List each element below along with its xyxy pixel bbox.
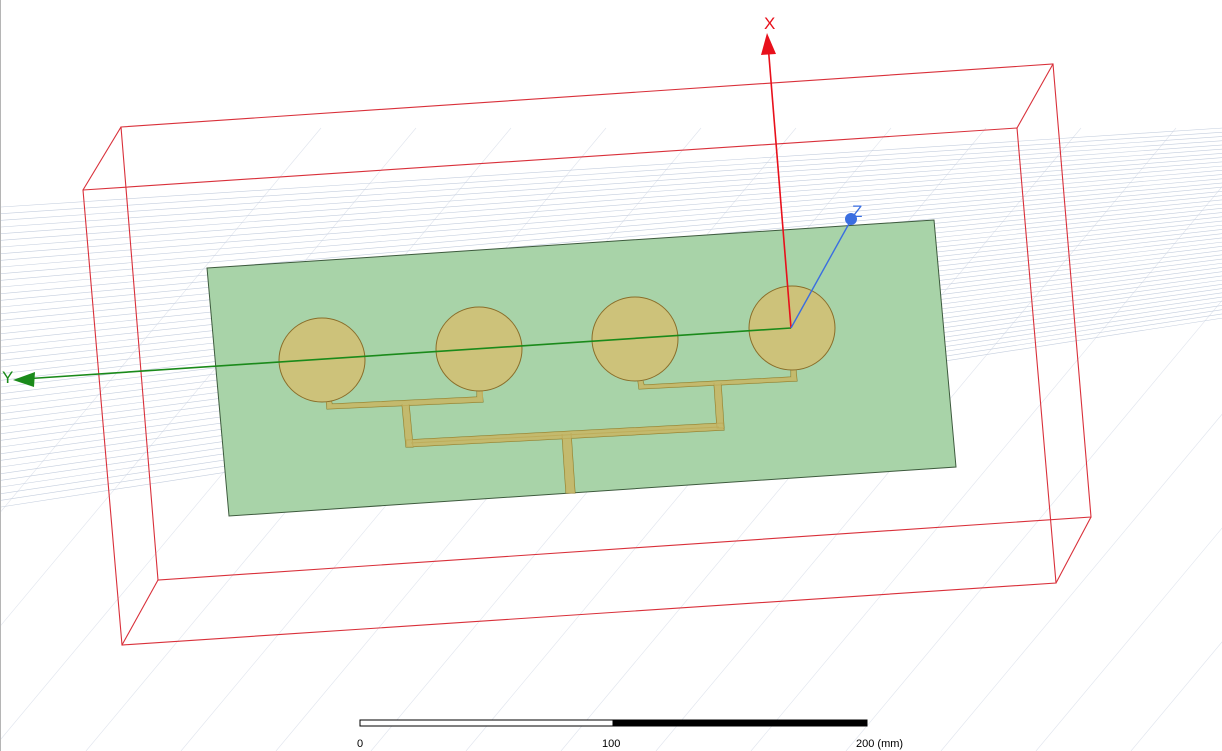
y-axis-label: Y xyxy=(2,368,13,387)
grid-line xyxy=(1,170,1222,274)
grid-line xyxy=(1130,641,1222,751)
scale-bar-black-segment xyxy=(612,719,868,727)
y-axis-line xyxy=(22,327,792,380)
patch-4[interactable] xyxy=(748,285,836,371)
z-axis-endpoint xyxy=(845,213,857,225)
grid-line xyxy=(1,127,417,626)
feed-network-fill xyxy=(326,370,797,493)
grid-line xyxy=(1,131,1222,214)
z-axis-line xyxy=(790,219,852,329)
grid-line xyxy=(1035,527,1222,751)
grid-line xyxy=(1,153,1222,248)
grid-line xyxy=(1,165,1222,268)
grid-line xyxy=(1,182,1222,294)
grid-line xyxy=(845,300,1222,751)
z-axis-label: Z xyxy=(852,202,862,221)
grid-line xyxy=(1,127,1222,208)
grid-line xyxy=(1,148,1222,241)
x-axis-line xyxy=(767,43,792,329)
grid-line xyxy=(750,186,1222,751)
x-axis-arrow xyxy=(761,33,776,55)
grid-line xyxy=(1,178,1222,288)
grid-line xyxy=(1,144,1222,234)
airbox-front-face xyxy=(82,63,1092,646)
scale-tick-0: 0 xyxy=(357,738,363,750)
grid-line xyxy=(1,127,322,512)
scale-tick-200: 200 (mm) xyxy=(856,738,903,750)
scale-bar-white-segment xyxy=(359,719,614,727)
patch-1[interactable] xyxy=(278,317,366,403)
grid-line xyxy=(1,161,1222,261)
scale-bar: 0 100 200 (mm) xyxy=(357,719,903,750)
y-axis-arrow xyxy=(13,372,35,387)
coordinate-triad: Y X Z xyxy=(2,14,862,387)
grid-line xyxy=(940,413,1222,751)
grid-line xyxy=(1,157,1222,254)
grid-line xyxy=(1,174,1222,281)
scale-tick-100: 100 xyxy=(602,738,620,750)
x-axis-label: X xyxy=(764,14,775,33)
